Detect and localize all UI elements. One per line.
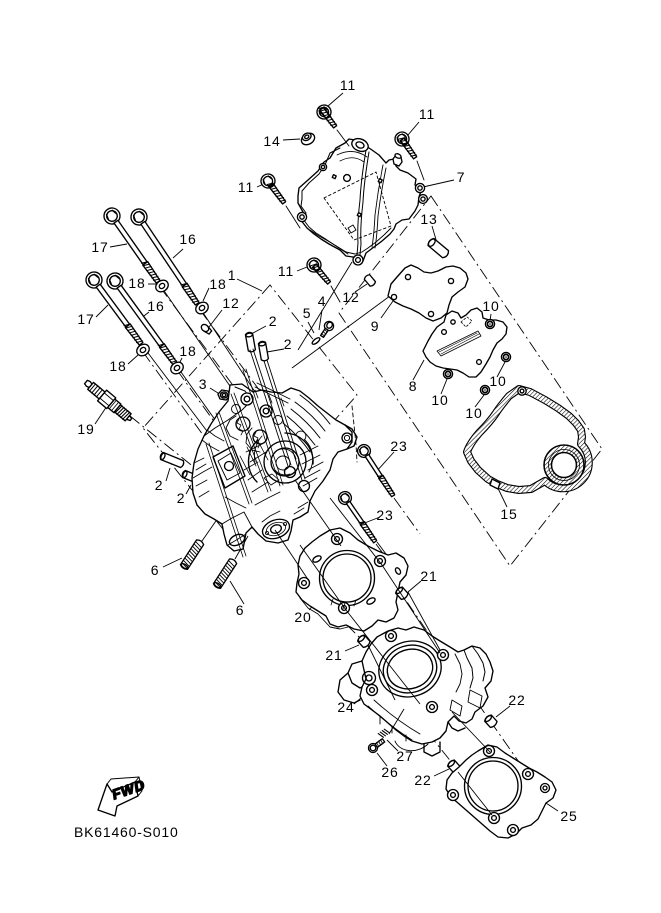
svg-text:3: 3 [199, 376, 208, 392]
svg-text:1: 1 [228, 267, 237, 283]
svg-text:4: 4 [318, 293, 327, 309]
svg-text:12: 12 [222, 295, 239, 311]
svg-text:2: 2 [177, 490, 186, 506]
svg-text:7: 7 [457, 169, 466, 185]
svg-text:11: 11 [340, 77, 356, 93]
svg-text:11: 11 [419, 106, 435, 122]
svg-text:10: 10 [489, 373, 506, 389]
svg-text:6: 6 [151, 562, 160, 578]
svg-text:14: 14 [263, 133, 280, 149]
svg-text:15: 15 [500, 506, 517, 522]
svg-text:20: 20 [294, 609, 311, 625]
svg-text:22: 22 [414, 772, 431, 788]
svg-text:27: 27 [396, 748, 413, 764]
svg-text:8: 8 [409, 378, 418, 394]
svg-text:BK61460-S010: BK61460-S010 [74, 824, 179, 840]
svg-text:16: 16 [147, 298, 164, 314]
svg-text:22: 22 [508, 692, 525, 708]
svg-text:17: 17 [77, 311, 94, 327]
svg-text:26: 26 [381, 764, 398, 780]
svg-text:18: 18 [179, 343, 196, 359]
svg-text:17: 17 [91, 239, 108, 255]
svg-text:18: 18 [128, 275, 145, 291]
svg-text:16: 16 [179, 231, 196, 247]
svg-text:6: 6 [236, 602, 245, 618]
svg-text:2: 2 [284, 336, 293, 352]
svg-text:11: 11 [278, 263, 294, 279]
svg-text:23: 23 [376, 507, 393, 523]
svg-text:21: 21 [420, 568, 437, 584]
svg-text:24: 24 [337, 699, 354, 715]
svg-text:9: 9 [371, 318, 380, 334]
svg-text:13: 13 [420, 211, 437, 227]
svg-text:2: 2 [269, 313, 278, 329]
svg-text:25: 25 [560, 808, 577, 824]
svg-text:5: 5 [303, 305, 312, 321]
svg-text:10: 10 [431, 392, 448, 408]
svg-text:11: 11 [238, 179, 254, 195]
svg-text:12: 12 [342, 289, 359, 305]
svg-text:2: 2 [155, 477, 164, 493]
svg-text:18: 18 [109, 358, 126, 374]
svg-text:18: 18 [209, 276, 226, 292]
svg-text:19: 19 [77, 421, 94, 437]
svg-text:10: 10 [465, 405, 482, 421]
svg-text:21: 21 [325, 647, 342, 663]
svg-text:23: 23 [390, 438, 407, 454]
svg-text:10: 10 [482, 298, 499, 314]
